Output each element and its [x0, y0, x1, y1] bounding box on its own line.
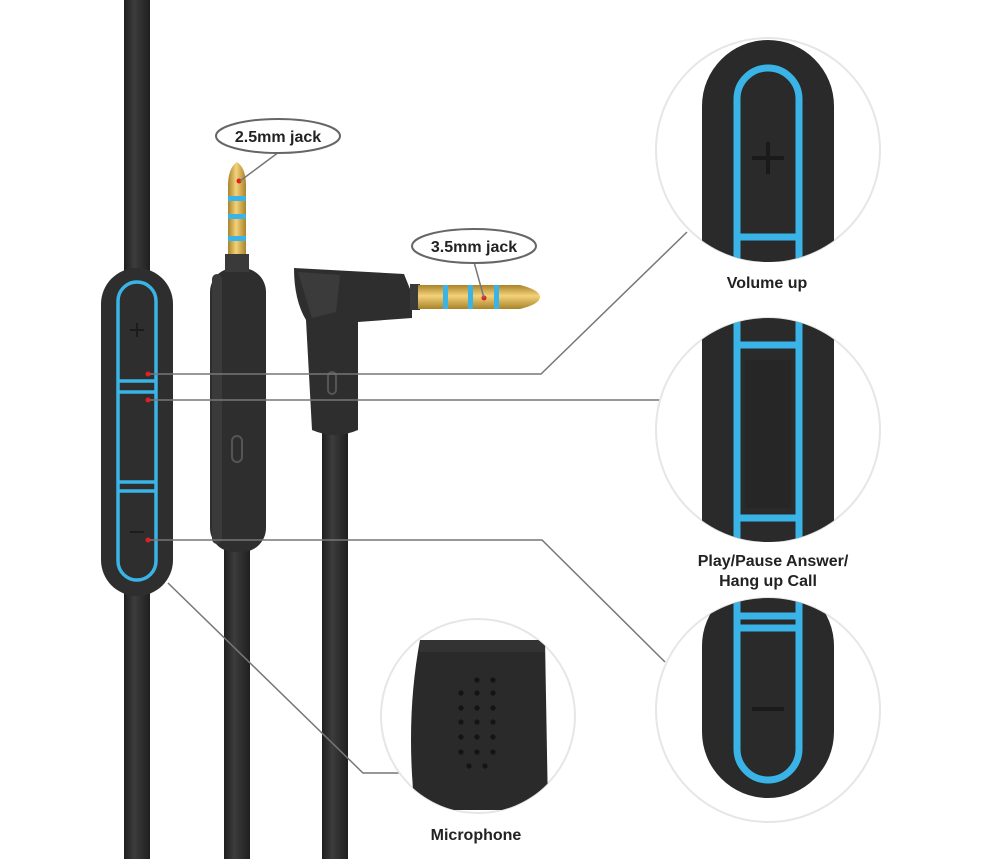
- marker-play-pause: [145, 397, 151, 403]
- inline-remote: [101, 268, 173, 596]
- label-volume-up: Volume up: [727, 275, 808, 292]
- main-cable: [124, 0, 150, 859]
- zoom-volume-down: [655, 597, 881, 823]
- label-25mm-jack-text: 2.5mm jack: [235, 129, 321, 146]
- plus-icon: [130, 323, 144, 337]
- label-35mm-jack: 3.5mm jack: [411, 228, 537, 264]
- zoom-microphone: Microphone: [380, 618, 576, 848]
- label-play-pause-line2: Hang up Call: [719, 573, 817, 590]
- label-microphone: Microphone: [431, 827, 522, 844]
- jack-35-connector: [294, 268, 540, 859]
- marker-volume-up: [145, 371, 151, 377]
- label-35mm-jack-text: 3.5mm jack: [431, 239, 517, 256]
- label-25mm-jack: 2.5mm jack: [215, 118, 341, 154]
- microphone-holes-icon: [458, 677, 496, 769]
- jack-25-connector: [210, 162, 266, 859]
- leader-lines: [150, 151, 688, 774]
- plus-icon: [752, 142, 784, 174]
- zoom-volume-up: Volume up: [655, 37, 881, 298]
- label-play-pause-line1: Play/Pause Answer/: [698, 553, 849, 570]
- zoom-play-pause: Play/Pause Answer/ Hang up Call: [655, 317, 881, 594]
- marker-volume-down: [145, 537, 151, 543]
